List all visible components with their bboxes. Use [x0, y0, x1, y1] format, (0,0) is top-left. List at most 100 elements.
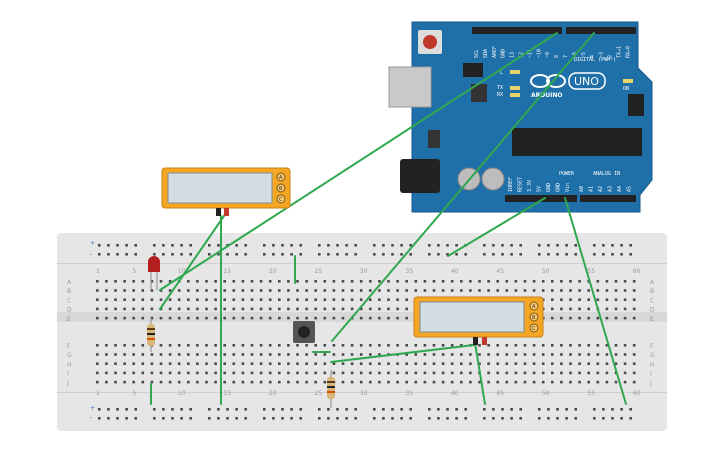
breadboard-hole[interactable] [287, 344, 290, 347]
breadboard-hole[interactable] [177, 362, 181, 365]
breadboard-hole[interactable] [623, 353, 627, 356]
breadboard-hole[interactable] [96, 353, 99, 356]
breadboard-hole[interactable] [244, 253, 247, 256]
breadboard-hole[interactable] [478, 353, 481, 356]
breadboard-hole[interactable] [153, 408, 156, 411]
breadboard-hole[interactable] [314, 289, 317, 292]
breadboard-hole[interactable] [556, 408, 559, 411]
breadboard-hole[interactable] [441, 280, 445, 283]
breadboard-hole[interactable] [387, 362, 390, 365]
breadboard-hole[interactable] [272, 408, 275, 411]
breadboard-hole[interactable] [132, 298, 135, 301]
breadboard-hole[interactable] [268, 353, 272, 356]
breadboard-hole[interactable] [141, 353, 145, 356]
breadboard-hole[interactable] [278, 307, 281, 311]
breadboard-hole[interactable] [578, 307, 581, 311]
lcd-left-lead-1[interactable] [216, 208, 221, 216]
red-led[interactable] [148, 256, 160, 290]
breadboard-hole[interactable] [405, 371, 408, 375]
breadboard-hole[interactable] [177, 353, 181, 356]
breadboard-hole[interactable] [450, 371, 454, 375]
breadboard-hole[interactable] [469, 371, 472, 375]
breadboard-hole[interactable] [469, 289, 472, 292]
breadboard-hole[interactable] [214, 298, 217, 301]
breadboard-hole[interactable] [105, 344, 108, 347]
breadboard-hole[interactable] [327, 253, 330, 256]
breadboard-hole[interactable] [208, 408, 211, 411]
breadboard-hole[interactable] [587, 289, 590, 292]
breadboard-hole[interactable] [345, 408, 348, 411]
breadboard-hole[interactable] [96, 371, 99, 375]
breadboard-hole[interactable] [350, 362, 354, 365]
breadboard-hole[interactable] [387, 371, 390, 375]
breadboard-hole[interactable] [605, 362, 609, 365]
breadboard-hole[interactable] [278, 353, 281, 356]
wires[interactable] [150, 32, 627, 405]
breadboard-hole[interactable] [523, 371, 527, 375]
breadboard-hole[interactable] [632, 289, 636, 292]
breadboard-hole[interactable] [441, 344, 445, 347]
breadboard-hole[interactable] [250, 280, 254, 283]
breadboard-hole[interactable] [159, 316, 163, 320]
breadboard-hole[interactable] [423, 344, 427, 347]
breadboard-hole[interactable] [623, 307, 627, 311]
breadboard-hole[interactable] [574, 244, 577, 247]
breadboard-hole[interactable] [569, 353, 572, 356]
breadboard-hole[interactable] [593, 244, 596, 247]
breadboard-hole[interactable] [432, 371, 436, 375]
breadboard-hole[interactable] [487, 371, 490, 375]
digital-header-left[interactable] [472, 27, 562, 34]
breadboard-hole[interactable] [332, 371, 336, 375]
breadboard-hole[interactable] [96, 380, 99, 384]
breadboard-hole[interactable] [569, 344, 572, 347]
breadboard-hole[interactable] [565, 253, 568, 256]
breadboard-hole[interactable] [196, 280, 199, 283]
breadboard-hole[interactable] [596, 289, 600, 292]
breadboard-hole[interactable] [341, 289, 345, 292]
breadboard-hole[interactable] [278, 298, 281, 301]
breadboard-hole[interactable] [614, 362, 618, 365]
breadboard-hole[interactable] [460, 344, 463, 347]
breadboard-hole[interactable] [409, 408, 412, 411]
breadboard-hole[interactable] [168, 362, 172, 365]
breadboard-hole[interactable] [487, 280, 490, 283]
breadboard-hole[interactable] [446, 253, 449, 256]
breadboard-hole[interactable] [296, 380, 299, 384]
breadboard-hole[interactable] [168, 344, 172, 347]
breadboard-hole[interactable] [428, 244, 431, 247]
breadboard-hole[interactable] [578, 344, 581, 347]
breadboard-hole[interactable] [263, 244, 266, 247]
breadboard-hole[interactable] [268, 371, 272, 375]
breadboard-hole[interactable] [532, 380, 536, 384]
breadboard-hole[interactable] [125, 417, 128, 420]
breadboard-hole[interactable] [217, 244, 220, 247]
breadboard-hole[interactable] [560, 380, 563, 384]
breadboard-hole[interactable] [241, 298, 245, 301]
breadboard-hole[interactable] [196, 316, 199, 320]
breadboard-hole[interactable] [391, 408, 394, 411]
breadboard-hole[interactable] [354, 417, 357, 420]
breadboard-hole[interactable] [114, 280, 117, 283]
breadboard-hole[interactable] [278, 289, 281, 292]
breadboard-hole[interactable] [217, 417, 220, 420]
breadboard-hole[interactable] [263, 253, 266, 256]
breadboard-hole[interactable] [455, 244, 458, 247]
breadboard-hole[interactable] [223, 353, 226, 356]
breadboard-hole[interactable] [141, 316, 145, 320]
breadboard-hole[interactable] [441, 289, 445, 292]
breadboard-hole[interactable] [250, 307, 254, 311]
breadboard-hole[interactable] [441, 371, 445, 375]
breadboard-hole[interactable] [205, 362, 208, 365]
breadboard-hole[interactable] [134, 408, 137, 411]
breadboard-hole[interactable] [299, 408, 302, 411]
breadboard-hole[interactable] [538, 253, 541, 256]
breadboard-hole[interactable] [305, 280, 308, 283]
breadboard-hole[interactable] [574, 408, 577, 411]
breadboard-hole[interactable] [369, 298, 372, 301]
breadboard-hole[interactable] [223, 289, 226, 292]
breadboard-hole[interactable] [560, 362, 563, 365]
breadboard-hole[interactable] [105, 289, 108, 292]
breadboard-hole[interactable] [323, 362, 327, 365]
breadboard-hole[interactable] [263, 417, 266, 420]
breadboard-hole[interactable] [523, 289, 527, 292]
